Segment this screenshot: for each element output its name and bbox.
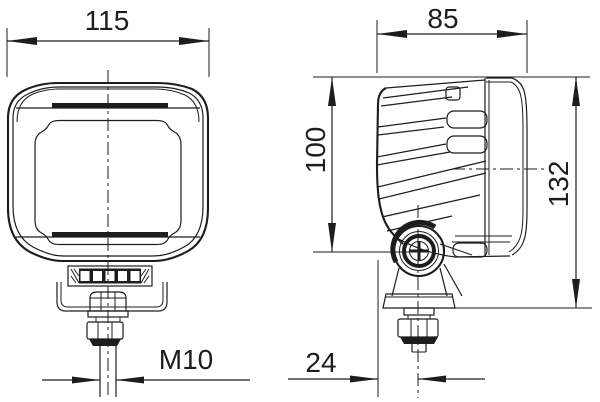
bracket-side-right (439, 267, 448, 297)
arrowhead (350, 375, 378, 383)
connector-slot (118, 271, 127, 281)
arrowhead (72, 376, 100, 384)
fin-tab (446, 110, 488, 129)
side-view (375, 77, 545, 398)
arrowhead (572, 77, 580, 106)
connector-slot (93, 271, 102, 281)
side-rear-profile (375, 87, 404, 245)
fin-line (382, 86, 469, 99)
fin-tab (445, 86, 461, 101)
front-housing-inner-outline (12, 86, 204, 257)
dimension-total-height: 132 (543, 77, 580, 308)
connector-slot (80, 271, 90, 281)
fin-line (378, 172, 487, 200)
fin-line (376, 143, 447, 158)
hex-nut-chamfer-shade (89, 339, 121, 346)
pivot-dark-ring (402, 234, 436, 268)
side-top-edge (385, 79, 486, 89)
lens-inner-panel (34, 119, 182, 246)
dimension-label-85: 85 (427, 3, 458, 34)
side-pivot (390, 219, 446, 278)
dimension-front-width: 115 (6, 5, 210, 77)
bracket-front-strut (439, 243, 473, 256)
lens-inner-curve (508, 81, 524, 253)
bracket-rear-strut (443, 263, 463, 297)
arrowhead (418, 375, 446, 383)
connector-slot (105, 271, 115, 281)
dimension-top-to-pivot: 100 (300, 77, 336, 252)
bracket-inner (60, 282, 164, 308)
dimension-thread-callout: M10 (42, 344, 250, 384)
pivot-mid-ring (399, 231, 439, 271)
arrowhead (377, 30, 407, 38)
connector-end-hatch-right (140, 268, 150, 284)
fin-line (380, 96, 453, 107)
lens-outer-curve (511, 77, 528, 256)
lens-bottom-shade-band (52, 232, 168, 237)
cooling-fins (376, 86, 488, 258)
lens-top-shade-band (52, 103, 168, 108)
pivot-outer-ring (392, 224, 446, 278)
bracket-side-left (391, 267, 400, 297)
fin-line (377, 160, 487, 188)
arrowhead (497, 30, 527, 38)
front-connector-block (67, 265, 153, 287)
connector-slot (130, 271, 140, 281)
dimension-label-100: 100 (300, 127, 331, 174)
front-bezel-rim-line (16, 88, 200, 123)
fin-line (377, 126, 445, 136)
dimension-label-m10: M10 (159, 344, 213, 375)
fin-line (377, 117, 447, 128)
dimension-pivot-offset: 24 (288, 260, 485, 397)
side-stud-washer (403, 307, 435, 316)
dimension-label-132: 132 (543, 161, 574, 208)
arrowhead (328, 77, 336, 106)
front-housing-outer-outline (6, 81, 210, 263)
fin-tab (446, 135, 488, 154)
arrowhead (116, 376, 144, 384)
connector-outline (67, 265, 153, 287)
side-bracket-base (382, 243, 473, 309)
arrowhead (328, 223, 336, 252)
arrowhead (179, 37, 209, 45)
dimension-side-depth: 85 (376, 3, 528, 73)
base-plate (382, 293, 456, 309)
fin-line (376, 151, 451, 166)
stud-hex-nut (86, 321, 124, 340)
fin-line (381, 194, 481, 218)
pivot-screw-head (409, 241, 429, 261)
connector-end-hatch-left (70, 268, 80, 284)
arrowhead (7, 37, 37, 45)
side-hex-chamfer-shade (400, 337, 438, 344)
side-bezel-lens (396, 77, 545, 258)
front-view (6, 70, 210, 398)
dimension-label-115: 115 (85, 5, 130, 36)
arrowhead (572, 279, 580, 308)
dimension-label-24: 24 (305, 347, 336, 378)
